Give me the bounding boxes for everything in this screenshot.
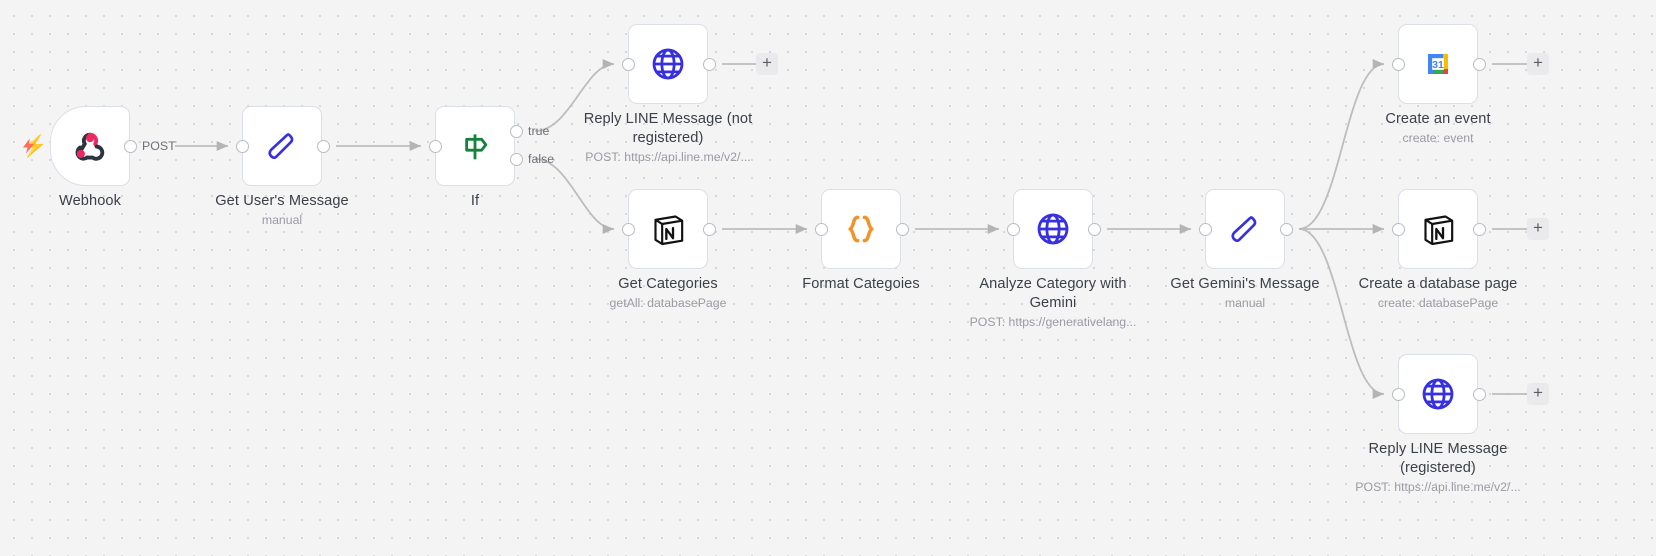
- port-create-an-event-output[interactable]: [1473, 58, 1486, 71]
- webhook-icon: [67, 123, 113, 169]
- edit-pencil-icon: [259, 123, 305, 169]
- label-analyze-category-with-gemini: Analyze Category with Gemini POST: https…: [938, 275, 1168, 331]
- lightning-bolt-glyph: [23, 138, 35, 154]
- label-if: If: [360, 192, 590, 212]
- node-title: Webhook: [58, 193, 122, 209]
- port-if-input[interactable]: [429, 140, 442, 153]
- port-get-geminis-message-input[interactable]: [1199, 223, 1212, 236]
- port-get-users-message-input[interactable]: [236, 140, 249, 153]
- port-reply-line-registered-output[interactable]: [1473, 388, 1486, 401]
- port-reply-line-not-registered-input[interactable]: [622, 58, 635, 71]
- node-title: Format Categoies: [802, 276, 920, 292]
- label-create-an-event: Create an event create: event: [1323, 110, 1553, 147]
- node-title: Create a database page: [1358, 276, 1518, 292]
- port-analyze-category-output[interactable]: [1088, 223, 1101, 236]
- port-create-an-event-input[interactable]: [1392, 58, 1405, 71]
- globe-icon: [1415, 371, 1461, 417]
- add-node-button[interactable]: +: [1527, 383, 1549, 405]
- edit-pencil-icon: [1222, 206, 1268, 252]
- port-create-a-database-page-output[interactable]: [1473, 223, 1486, 236]
- node-reply-line-message-not-registered[interactable]: [628, 24, 708, 104]
- port-reply-line-registered-input[interactable]: [1392, 388, 1405, 401]
- port-format-categoies-output[interactable]: [896, 223, 909, 236]
- node-title: Get Gemini's Message: [1170, 276, 1320, 292]
- port-get-users-message-output[interactable]: [317, 140, 330, 153]
- svg-text:31: 31: [1432, 60, 1444, 71]
- node-webhook[interactable]: [50, 106, 130, 186]
- label-get-geminis-message: Get Gemini's Message manual: [1130, 275, 1360, 312]
- node-subtitle: POST: https://generativelang...: [969, 315, 1137, 329]
- notion-icon: [645, 206, 691, 252]
- add-node-button[interactable]: +: [1527, 218, 1549, 240]
- node-create-a-database-page[interactable]: [1398, 189, 1478, 269]
- port-webhook-output[interactable]: [124, 140, 137, 153]
- label-format-categoies: Format Categoies: [746, 275, 976, 295]
- port-reply-line-not-registered-output[interactable]: [703, 58, 716, 71]
- node-subtitle: create: databasePage: [1377, 296, 1499, 310]
- label-reply-line-message-not-registered: Reply LINE Message (not registered) POST…: [553, 110, 783, 166]
- braces-icon: [838, 206, 884, 252]
- signpost-icon: [452, 123, 498, 169]
- notion-icon: [1415, 206, 1461, 252]
- globe-icon: [1030, 206, 1076, 252]
- node-get-geminis-message[interactable]: [1205, 189, 1285, 269]
- node-get-users-message[interactable]: [242, 106, 322, 186]
- label-webhook: Webhook: [0, 192, 205, 212]
- port-get-categories-output[interactable]: [703, 223, 716, 236]
- node-title: Create an event: [1385, 111, 1491, 127]
- node-title: Get Categories: [618, 276, 718, 292]
- google-calendar-icon: 31: [1415, 41, 1461, 87]
- port-get-categories-input[interactable]: [622, 223, 635, 236]
- node-create-an-event[interactable]: 31: [1398, 24, 1478, 104]
- node-analyze-category-with-gemini[interactable]: [1013, 189, 1093, 269]
- add-node-button[interactable]: +: [756, 53, 778, 75]
- node-title: Reply LINE Message (not registered): [583, 111, 753, 146]
- node-if[interactable]: [435, 106, 515, 186]
- node-reply-line-message-registered[interactable]: [1398, 354, 1478, 434]
- node-subtitle: getAll: databasePage: [609, 296, 727, 310]
- port-format-categoies-input[interactable]: [815, 223, 828, 236]
- port-analyze-category-input[interactable]: [1007, 223, 1020, 236]
- port-get-geminis-message-output[interactable]: [1280, 223, 1293, 236]
- node-subtitle: manual: [261, 213, 303, 227]
- node-title: Analyze Category with Gemini: [979, 276, 1127, 311]
- node-subtitle: manual: [1224, 296, 1266, 310]
- port-label-post: POST: [142, 139, 176, 153]
- node-format-categoies[interactable]: [821, 189, 901, 269]
- node-title: Get User's Message: [215, 193, 349, 209]
- port-label-true: true: [528, 124, 550, 138]
- node-get-categories[interactable]: [628, 189, 708, 269]
- port-if-output-false[interactable]: [510, 153, 523, 166]
- node-title: If: [470, 193, 480, 209]
- lightning-bolt-icon: ⚡: [21, 135, 48, 158]
- label-create-a-database-page: Create a database page create: databaseP…: [1323, 275, 1553, 312]
- label-get-users-message: Get User's Message manual: [167, 192, 397, 229]
- label-get-categories: Get Categories getAll: databasePage: [553, 275, 783, 312]
- port-if-output-true[interactable]: [510, 125, 523, 138]
- node-subtitle: POST: https://api.line.me/v2/...: [585, 150, 751, 164]
- globe-icon: [645, 41, 691, 87]
- node-subtitle: create: event: [1402, 131, 1474, 145]
- add-node-button[interactable]: +: [1527, 53, 1549, 75]
- node-subtitle: POST: https://api.line.me/v2/...: [1355, 480, 1521, 494]
- node-title: Reply LINE Message (registered): [1368, 441, 1508, 476]
- port-label-false: false: [528, 152, 555, 166]
- label-reply-line-message-registered: Reply LINE Message (registered) POST: ht…: [1323, 440, 1553, 496]
- port-create-a-database-page-input[interactable]: [1392, 223, 1405, 236]
